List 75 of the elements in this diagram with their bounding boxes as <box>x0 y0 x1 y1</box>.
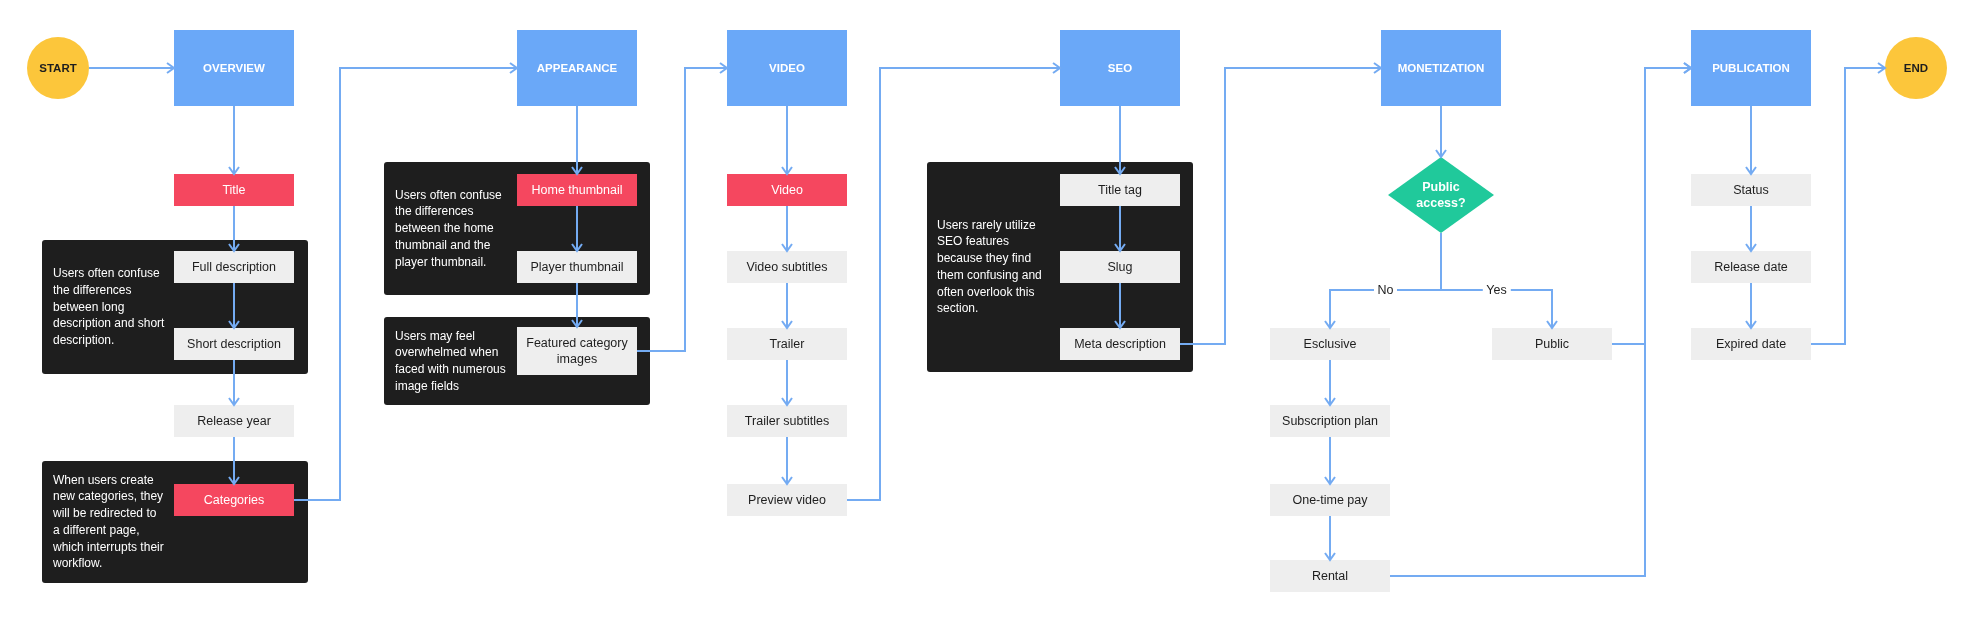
step-box: Title tag <box>1060 174 1180 206</box>
section-box: OVERVIEW <box>174 30 294 106</box>
arrow <box>781 359 793 406</box>
annotation-text: Users may feel overwhelmed when faced with numerous image fields <box>395 327 507 395</box>
section-box: MONETIZATION <box>1381 30 1501 106</box>
arrow <box>1114 282 1126 329</box>
section-box: PUBLICATION <box>1691 30 1811 106</box>
arrow <box>1745 282 1757 329</box>
arrow <box>636 62 728 352</box>
step-box: Subscription plan <box>1270 405 1390 437</box>
step-box: Full description <box>174 251 294 283</box>
arrow <box>846 62 1061 501</box>
step-box: One-time pay <box>1270 484 1390 516</box>
arrow <box>571 105 583 175</box>
step-box: Expired date <box>1691 328 1811 360</box>
step-box: Rental <box>1270 560 1390 592</box>
arrow <box>228 282 240 329</box>
highlighted-step-box: Video <box>727 174 847 206</box>
arrow <box>1324 359 1336 406</box>
step-box: Esclusive <box>1270 328 1390 360</box>
step-box: Public <box>1492 328 1612 360</box>
arrow <box>228 436 240 485</box>
note-panel <box>927 162 1193 372</box>
step-box: Trailer <box>727 328 847 360</box>
note-panel <box>384 162 650 295</box>
arrow <box>1745 105 1757 175</box>
arrow <box>781 282 793 329</box>
step-box: Trailer subtitles <box>727 405 847 437</box>
edge-label: No <box>1373 283 1398 297</box>
annotation-text: Users often confuse the differences between the home thumbnail and the player thumbnail. <box>395 186 503 271</box>
step-box: Preview video <box>727 484 847 516</box>
arrow <box>571 205 583 252</box>
step-box: Release year <box>174 405 294 437</box>
section-box: APPEARANCE <box>517 30 637 106</box>
arrow <box>1179 62 1382 345</box>
arrow <box>781 105 793 175</box>
section-box: VIDEO <box>727 30 847 106</box>
note-panel <box>42 461 308 583</box>
arrow <box>1114 105 1126 175</box>
annotation-text: Users often confuse the differences between long description and short description. <box>53 265 165 349</box>
decision-diamond: Public access? <box>1388 157 1494 233</box>
arrow <box>228 205 240 252</box>
arrow <box>1745 205 1757 252</box>
arrow <box>1810 62 1886 345</box>
annotation-text: When users create new categories, they will be redirected to a different page, which interrupts their workflow. <box>53 471 165 573</box>
arrow <box>293 62 518 501</box>
note-panel <box>42 240 308 374</box>
step-box: Slug <box>1060 251 1180 283</box>
arrow <box>1324 436 1336 485</box>
note-panel <box>384 317 650 405</box>
annotation-text: Users rarely utilize SEO features because they find them confusing and often overlook this section. <box>937 216 1043 318</box>
arrow <box>1114 205 1126 252</box>
step-box: Featured category images <box>517 327 637 375</box>
arrow <box>1435 105 1447 158</box>
section-box: SEO <box>1060 30 1180 106</box>
edge-label: Yes <box>1482 283 1511 297</box>
arrow <box>571 282 583 328</box>
arrow <box>228 359 240 406</box>
arrow <box>88 62 175 74</box>
terminal-circle: END <box>1885 37 1947 99</box>
step-box: Status <box>1691 174 1811 206</box>
step-box: Video subtitles <box>727 251 847 283</box>
arrow <box>781 205 793 252</box>
step-box: Player thumbnail <box>517 251 637 283</box>
step-box: Meta description <box>1060 328 1180 360</box>
highlighted-step-box: Categories <box>174 484 294 516</box>
highlighted-step-box: Title <box>174 174 294 206</box>
arrow <box>781 436 793 485</box>
arrow <box>1611 62 1692 345</box>
arrow <box>228 105 240 175</box>
terminal-circle: START <box>27 37 89 99</box>
highlighted-step-box: Home thumbnail <box>517 174 637 206</box>
step-box: Release date <box>1691 251 1811 283</box>
step-box: Short description <box>174 328 294 360</box>
arrow <box>1324 515 1336 561</box>
